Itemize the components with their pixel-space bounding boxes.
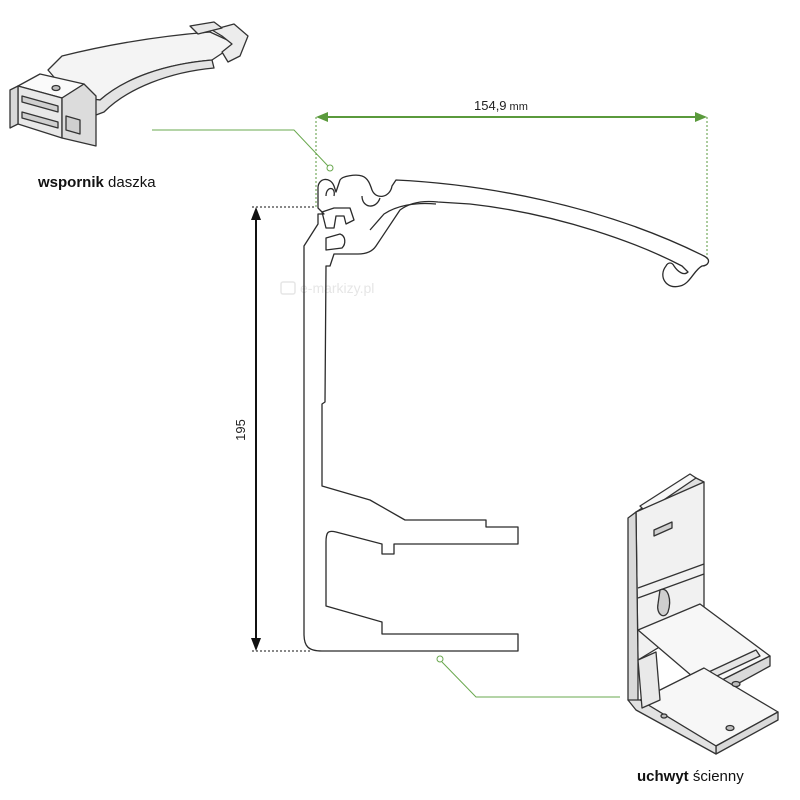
watermark: e-markizy.pl [280,280,374,296]
wall-holder-label-normal: ścienny [693,768,744,785]
wall-holder-image [627,473,779,755]
height-dimension-value: 195 [233,419,248,441]
height-dimension: 195 [233,206,316,652]
roof-bracket-image [9,21,249,147]
roof-bracket-label: wspornik daszka [37,174,156,191]
roof-bracket-leader-dot [326,164,334,172]
wall-holder-leader [441,661,620,698]
roof-bracket-label-normal: daszka [108,174,156,191]
wall-holder-label: uchwyt ścienny [637,768,744,785]
awning-profile [303,174,710,652]
roof-bracket-label-bold: wspornik [37,174,105,191]
width-dimension-unit: mm [510,101,528,113]
width-dimension-value: 154,9 [474,98,507,113]
watermark-text: e-markizy.pl [300,280,374,296]
roof-bracket-leader [152,129,329,167]
wall-holder-leader-dot [436,655,444,663]
wall-holder-label-bold: uchwyt [637,768,689,785]
